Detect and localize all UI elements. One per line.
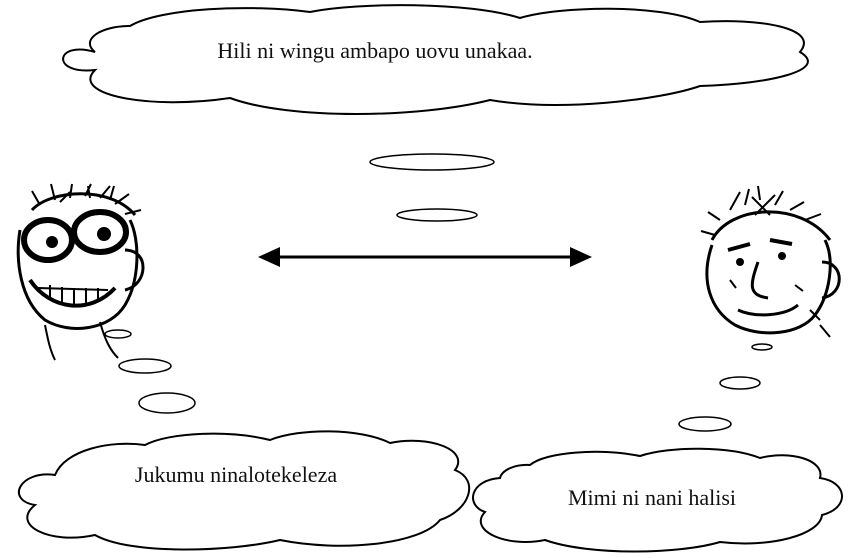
- thought-bubble: [104, 329, 132, 339]
- bottom-left-cloud: Jukumu ninalotekeleza: [18, 430, 471, 551]
- cartoon-old-man-face-icon: [695, 185, 845, 340]
- top-cloud: Hili ni wingu ambapo uovu unakaa.: [62, 4, 809, 115]
- thought-bubble: [118, 358, 172, 374]
- thought-bubble: [751, 343, 773, 351]
- top-cloud-shape: [62, 4, 809, 115]
- bottom-right-cloud-text: Mimi ni nani halisi: [568, 485, 736, 510]
- thought-bubble: [138, 392, 196, 414]
- top-thought-bubbles: [369, 153, 495, 222]
- bottom-left-cloud-text: Jukumu ninalotekeleza: [135, 462, 337, 487]
- right-thought-bubbles: [678, 343, 773, 432]
- thought-bubble: [719, 376, 761, 390]
- top-cloud-text: Hili ni wingu ambapo uovu unakaa.: [217, 38, 532, 63]
- bottom-right-cloud-shape: [472, 447, 843, 553]
- double-headed-arrow-icon: [258, 247, 592, 267]
- bottom-right-cloud: Mimi ni nani halisi: [472, 447, 843, 553]
- left-thought-bubbles: [104, 329, 196, 414]
- bottom-left-cloud-shape: [18, 430, 471, 551]
- thought-bubble: [369, 153, 495, 171]
- thought-bubble: [396, 208, 478, 222]
- cartoon-face-with-glasses-icon: [8, 183, 156, 364]
- thought-bubble: [678, 416, 732, 432]
